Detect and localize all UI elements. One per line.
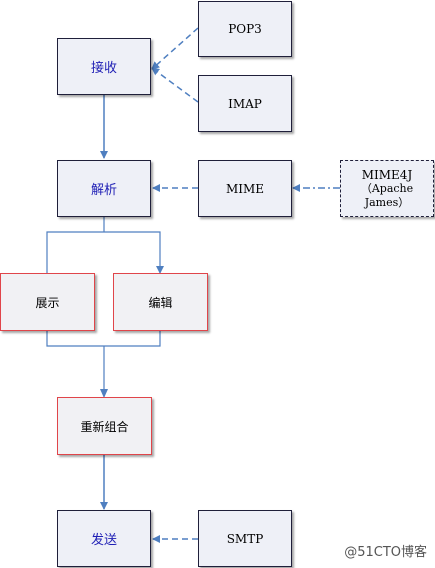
node-parse: 解析 xyxy=(57,160,151,217)
node-smtp-label: SMTP xyxy=(226,531,264,546)
node-recombine: 重新组合 xyxy=(57,397,152,455)
node-pop3: POP3 xyxy=(198,1,292,57)
arrow-parse-split xyxy=(46,217,161,273)
node-display: 展示 xyxy=(0,273,95,331)
node-mime4j: MIME4J （Apache James） xyxy=(340,160,434,217)
node-imap-label: IMAP xyxy=(228,96,262,111)
node-edit-label: 编辑 xyxy=(148,295,173,310)
arrowhead-to-recombine xyxy=(100,389,108,398)
arrow-pop3-to-receive xyxy=(151,27,199,70)
watermark: @51CTO博客 xyxy=(344,545,427,560)
node-mime4j-sublabel: （Apache James） xyxy=(360,181,414,209)
node-pop3-label: POP3 xyxy=(228,22,262,36)
node-send-label: 发送 xyxy=(90,533,117,548)
node-mime4j-label: MIME4J xyxy=(361,167,413,182)
node-recombine-label: 重新组合 xyxy=(80,419,129,434)
node-receive-label: 接收 xyxy=(90,61,117,76)
node-receive: 接收 xyxy=(57,38,151,95)
arrowhead-to-edit xyxy=(156,266,164,274)
node-display-label: 展示 xyxy=(35,295,60,310)
node-mime-label: MIME xyxy=(225,181,265,196)
arrow-imap-to-receive xyxy=(151,67,199,103)
node-send: 发送 xyxy=(57,510,151,567)
arrow-merge-to-recombine xyxy=(46,331,161,397)
node-edit: 编辑 xyxy=(113,273,208,331)
node-parse-label: 解析 xyxy=(90,183,117,198)
node-smtp: SMTP xyxy=(198,510,292,567)
node-mime: MIME xyxy=(198,160,292,217)
node-imap: IMAP xyxy=(198,75,292,132)
